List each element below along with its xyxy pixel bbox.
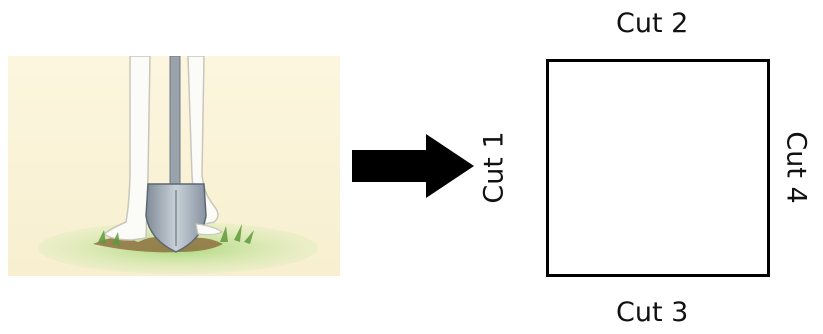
cut-label-right: Cut 4: [780, 131, 812, 204]
grass-blades: [98, 224, 254, 246]
process-arrow: [352, 134, 474, 198]
left-leg: [102, 55, 151, 241]
right-foot: [195, 223, 224, 236]
shovel-digging-icon: [8, 55, 340, 276]
cut-label-left: Cut 1: [478, 131, 510, 204]
cut-label-top: Cut 2: [616, 8, 689, 39]
digging-illustration: [8, 55, 340, 276]
cut-square: [546, 59, 770, 277]
cut-label-bottom: Cut 3: [616, 297, 689, 328]
shovel-handle: [169, 55, 181, 187]
right-arrow-icon: [352, 134, 474, 198]
